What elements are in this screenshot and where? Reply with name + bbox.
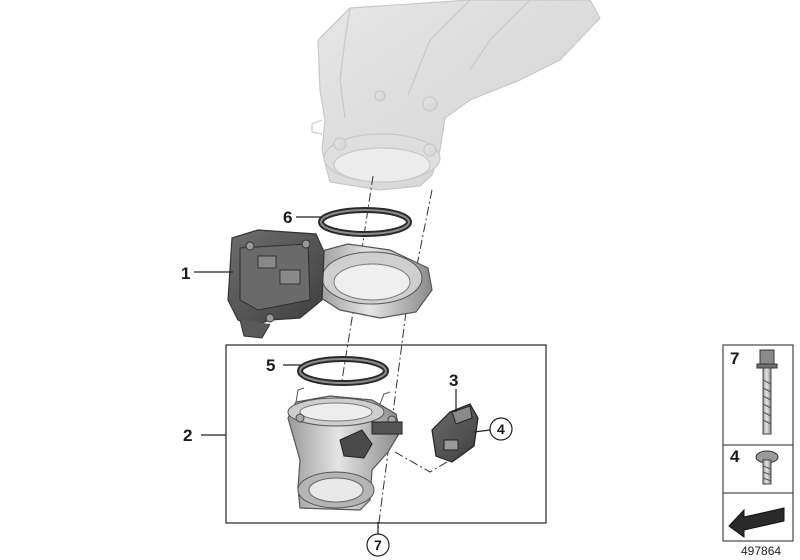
callout-1: 1 [181, 264, 190, 283]
callout-7-circled: 7 [366, 522, 390, 557]
callout-6: 6 [283, 208, 292, 227]
callout-3: 3 [449, 371, 458, 390]
leader-lines [194, 216, 491, 436]
callout-5: 5 [266, 356, 275, 375]
hex-bolt-icon [756, 349, 778, 435]
intake-pressure-sensor [431, 403, 479, 463]
arrow-pointer-icon [728, 507, 785, 538]
intake-manifold-ghost [311, 0, 601, 191]
throttle-housing [227, 229, 433, 339]
sealing-ring-upper [318, 207, 412, 237]
sealing-ring-lower [297, 356, 389, 386]
callout-7-label: 7 [374, 537, 382, 553]
legend-label-7: 7 [730, 349, 739, 368]
callout-4-circled: 4 [489, 417, 513, 441]
diagram-number: 497864 [741, 544, 781, 558]
kit-outline-box [225, 344, 547, 524]
torx-screw-icon [755, 450, 779, 485]
throttle-body-adapter [287, 387, 403, 511]
legend-label-4: 4 [730, 447, 740, 466]
callout-2: 2 [183, 426, 192, 445]
fastener-legend: 7 4 [722, 344, 794, 542]
callout-4-label: 4 [497, 421, 505, 437]
